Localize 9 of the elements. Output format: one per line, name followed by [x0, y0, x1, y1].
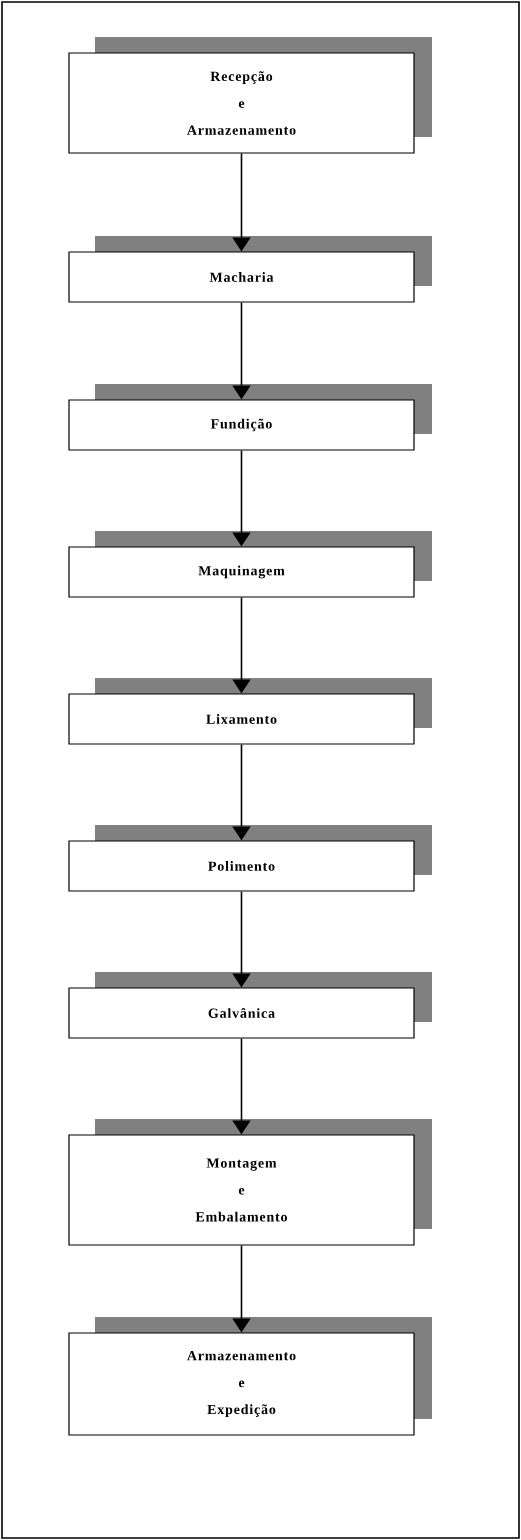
process-box: Polimento — [68, 825, 432, 892]
process-box: Galvânica — [68, 972, 432, 1039]
process-box: Maquinagem — [68, 531, 432, 598]
process-box: Montagem e Embalamento — [68, 1119, 432, 1246]
process-box: Macharia — [68, 236, 432, 303]
process-box: Lixamento — [68, 678, 432, 745]
process-box: Fundição — [68, 384, 432, 451]
process-box: Recepção e Armazenamento — [68, 37, 432, 154]
process-box: Armazenamento e Expedição — [68, 1317, 432, 1436]
